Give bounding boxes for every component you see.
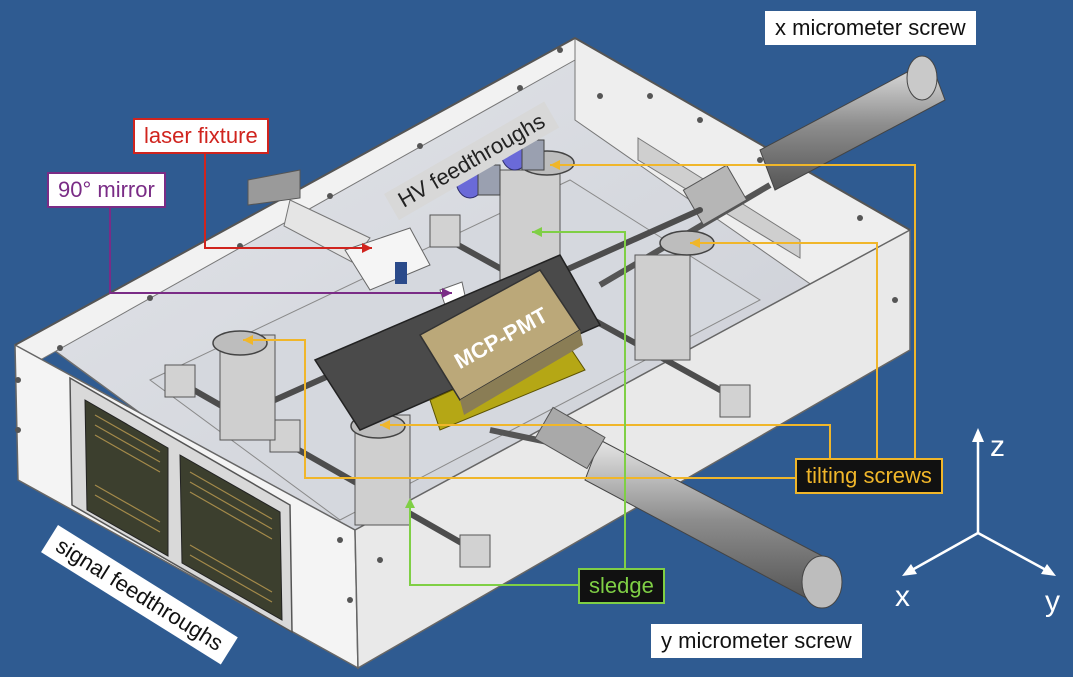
arrow-heads [243,160,700,508]
mirror-label: 90° mirror [47,172,166,208]
mounting-blocks [164,214,751,568]
axis-z-label: z [990,430,1005,463]
tilting-screw-posts [212,150,715,526]
x-micrometer-screw-label: x micrometer screw [765,11,976,45]
sledge-label: sledge [578,568,665,604]
laser-pointer-line [204,150,372,249]
mirror-pointer-line [109,205,452,294]
mcp-pmt-body [418,269,583,415]
axis-x-label: x [895,580,910,613]
signal-feedthrough-panel [69,376,293,634]
tilting-line-4 [243,339,795,479]
sledge-line-1 [409,500,580,586]
sledge-line-2 [532,231,626,568]
laser-fixture-part [247,169,431,291]
tilting-line-1 [550,164,916,460]
y-micrometer-screw-label: y micrometer screw [651,624,862,658]
tilting-screws-label: tilting screws [795,458,943,494]
tilting-line-3 [380,424,831,460]
laser-fixture-label: laser fixture [133,118,269,154]
coordinate-axes [902,428,1056,576]
axis-y-label: y [1045,585,1060,618]
y-micrometer-screw [489,406,843,609]
tilting-line-2 [690,242,878,460]
